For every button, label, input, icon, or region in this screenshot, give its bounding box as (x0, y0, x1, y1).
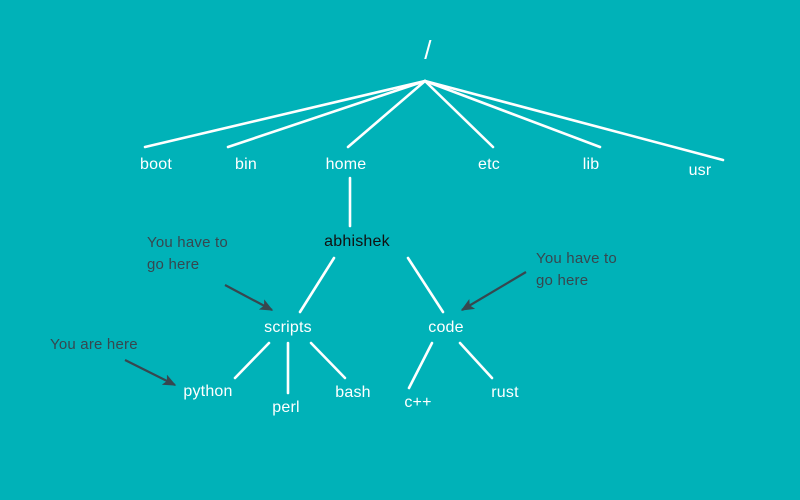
annotation-scripts: You have to go here (147, 234, 228, 273)
tree-edge-root-lib (423, 79, 602, 149)
tree-node-rust[interactable]: rust (491, 384, 519, 401)
annotation-scripts-arrow-icon (224, 284, 274, 311)
tree-node-etc[interactable]: etc (478, 156, 500, 173)
tree-node-cpp[interactable]: c++ (404, 394, 432, 411)
tree-edge-code-cpp (407, 341, 434, 390)
tree-edge-scripts-python (233, 341, 271, 380)
tree-edge-scripts-bash (309, 341, 347, 380)
tree-edge-abhishek-scripts (298, 256, 336, 314)
tree-node-abhishek[interactable]: abhishek (324, 233, 390, 250)
tree-node-boot[interactable]: boot (140, 156, 172, 173)
annotation-python-arrow-icon (124, 359, 177, 386)
tree-edge-abhishek-code (406, 256, 445, 314)
tree-node-perl[interactable]: perl (272, 399, 300, 416)
tree-edge-root-home (346, 79, 427, 149)
tree-node-python[interactable]: python (183, 383, 233, 400)
tree-node-scripts[interactable]: scripts (264, 319, 312, 336)
tree-node-code[interactable]: code (428, 319, 464, 336)
annotation-code-arrow-icon (460, 271, 527, 311)
tree-edge-root-usr (423, 79, 725, 162)
tree-edge-code-rust (458, 341, 494, 380)
tree-node-bin[interactable]: bin (235, 156, 257, 173)
annotation-code: You have to go here (536, 250, 617, 289)
tree-edges (143, 79, 725, 395)
tree-edge-root-bin (226, 79, 427, 149)
tree-edge-root-etc (423, 79, 495, 149)
tree-node-lib[interactable]: lib (582, 156, 600, 173)
tree-node-usr[interactable]: usr (688, 162, 712, 179)
annotation-python: You are here (50, 336, 138, 353)
tree-edge-root-boot (143, 79, 427, 149)
tree-node-root[interactable]: / (424, 35, 432, 65)
tree-node-bash[interactable]: bash (335, 384, 371, 401)
tree-node-home[interactable]: home (325, 156, 367, 173)
annotation-arrows (124, 271, 527, 386)
